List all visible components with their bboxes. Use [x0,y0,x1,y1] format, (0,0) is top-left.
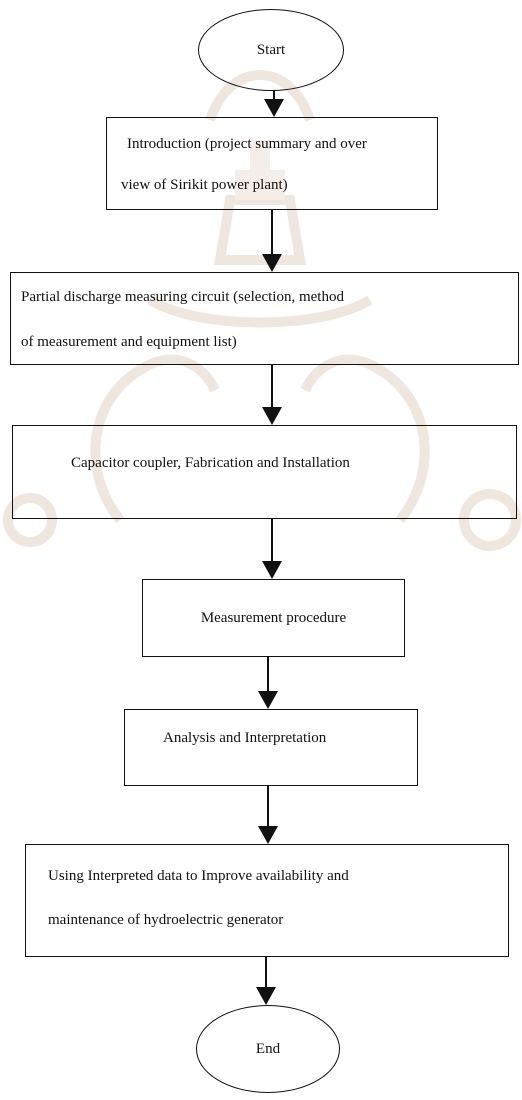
procedure-process-box: Measurement procedure [142,579,405,657]
intro-process-box: Introduction (project summary and over v… [106,117,438,210]
intro-line-2: view of Sirikit power plant) [121,177,288,193]
intro-line-1: Introduction (project summary and over [127,136,367,152]
arrow-analysis-to-improve [258,786,278,844]
arrow-start-to-intro [264,91,284,117]
end-label: End [255,1041,281,1057]
improve-line-1: Using Interpreted data to Improve availa… [48,868,349,884]
arrow-procedure-to-analysis [258,657,278,709]
coupler-process-box: Capacitor coupler, Fabrication and Insta… [12,425,517,519]
analysis-process-box: Analysis and Interpretation [124,709,418,786]
circuit-process-box: Partial discharge measuring circuit (sel… [10,272,519,365]
circuit-line-1: Partial discharge measuring circuit (sel… [21,289,344,305]
end-terminal: End [196,1005,340,1093]
coupler-label: Capacitor coupler, Fabrication and Insta… [71,455,350,471]
analysis-label: Analysis and Interpretation [163,730,327,746]
arrow-coupler-to-procedure [262,519,282,579]
arrow-improve-to-end [256,957,276,1005]
start-label: Start [256,42,286,58]
arrow-circuit-to-coupler [262,365,282,425]
procedure-label: Measurement procedure [200,610,347,626]
circuit-line-2: of measurement and equipment list) [21,334,237,350]
improve-process-box: Using Interpreted data to Improve availa… [25,844,509,957]
improve-line-2: maintenance of hydroelectric generator [48,912,284,928]
start-terminal: Start [198,9,344,91]
arrow-intro-to-circuit [262,210,282,272]
